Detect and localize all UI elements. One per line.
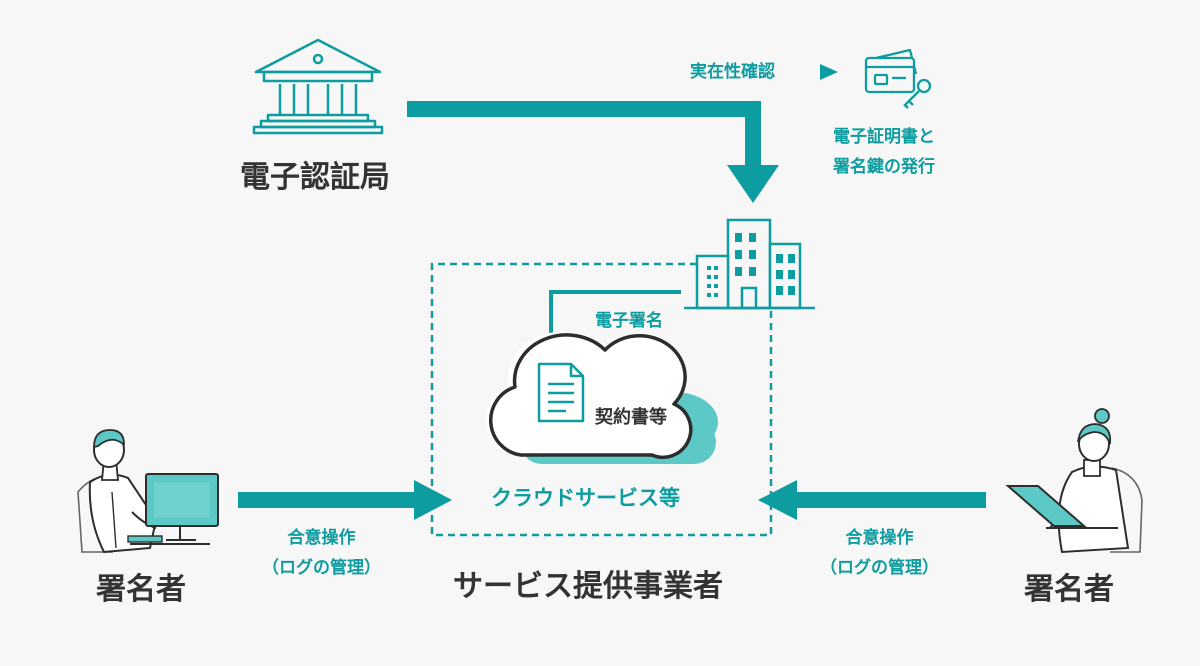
certificate-key-icon xyxy=(864,48,932,109)
left-operation-arrow xyxy=(238,480,452,520)
digital-signature-label: 電子署名 xyxy=(595,311,663,331)
woman-laptop-icon xyxy=(1005,408,1143,554)
left-operation-line2: （ログの管理） xyxy=(262,558,381,578)
bank-icon xyxy=(252,38,384,135)
left-operation-line1: 合意操作 xyxy=(287,528,356,548)
signer-left-label: 署名者 xyxy=(96,572,186,607)
building-icon xyxy=(684,218,815,310)
right-operation-line2: （ログの管理） xyxy=(820,558,939,578)
right-operation-label: 合意操作 （ログの管理） xyxy=(820,523,939,583)
provider-label: サービス提供事業者 xyxy=(453,569,723,604)
issuance-line1: 電子証明書と xyxy=(833,127,935,147)
document-icon xyxy=(537,362,585,423)
issuance-label: 電子証明書と 署名鍵の発行 xyxy=(833,122,935,182)
left-operation-label: 合意操作 （ログの管理） xyxy=(262,523,381,583)
man-computer-icon xyxy=(77,429,219,554)
identity-check-arrowhead xyxy=(820,64,838,80)
identity-check-label: 実在性確認 xyxy=(690,62,775,82)
issuance-line2: 署名鍵の発行 xyxy=(833,157,935,177)
service-boundary xyxy=(430,262,773,537)
signer-right-label: 署名者 xyxy=(1024,572,1114,607)
issuance-arrow xyxy=(407,101,779,203)
right-operation-line1: 合意操作 xyxy=(845,528,914,548)
document-label: 契約書等 xyxy=(595,407,667,428)
cloud-icon xyxy=(486,332,718,464)
ca-label: 電子認証局 xyxy=(240,160,390,195)
right-operation-arrow xyxy=(758,480,986,520)
cloud-service-label: クラウドサービス等 xyxy=(491,486,680,510)
